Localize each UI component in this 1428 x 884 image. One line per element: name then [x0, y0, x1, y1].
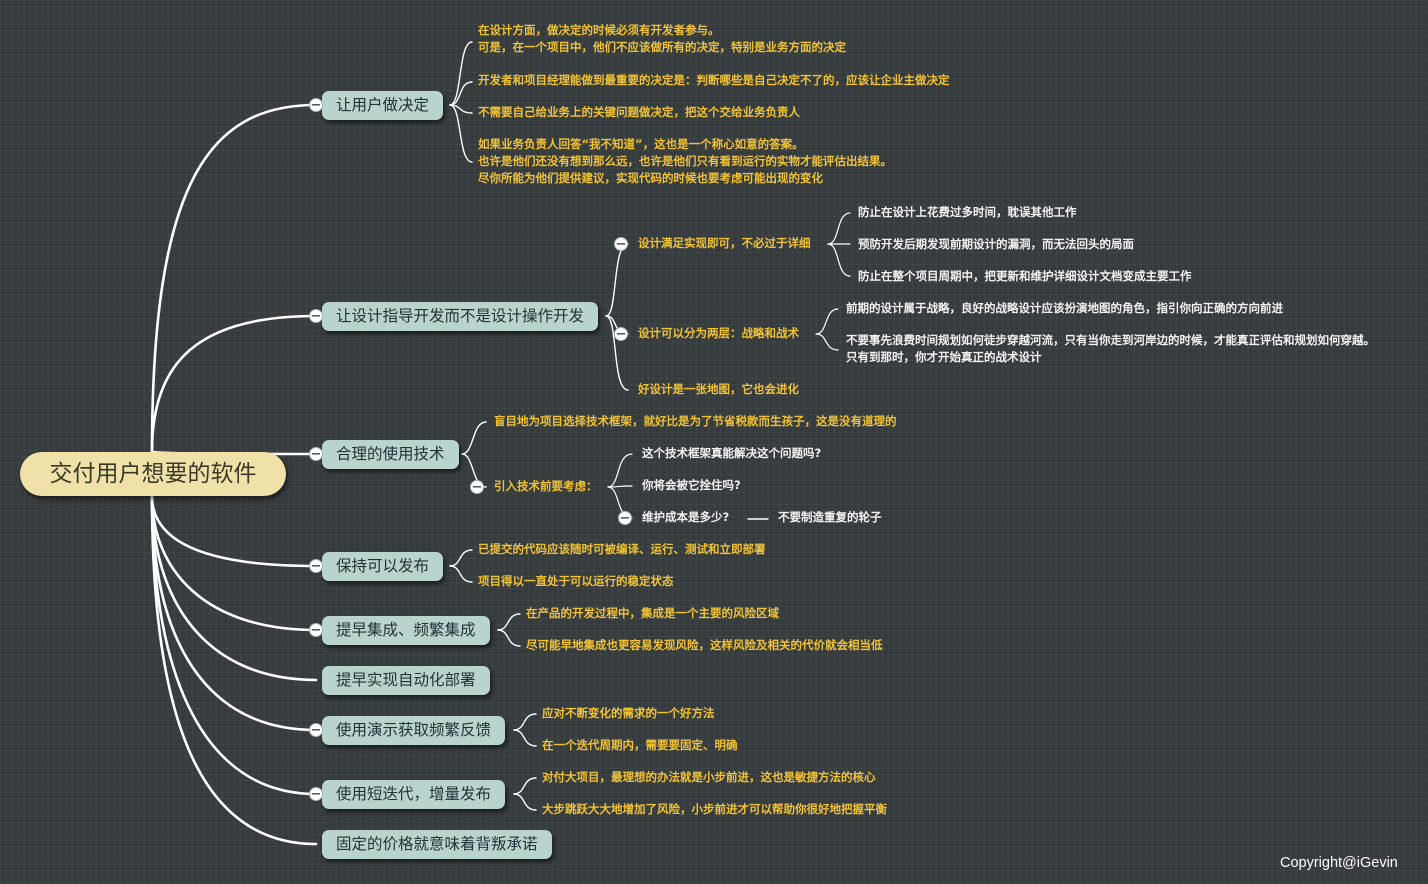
- collapse-button[interactable]: −: [309, 559, 323, 574]
- branch-keep-releasable[interactable]: 保持可以发布: [322, 552, 444, 581]
- leaf-text: 这个技术框架真能解决这个问题吗?: [642, 446, 822, 460]
- leaf-text: 不要制造重复的轮子: [778, 510, 882, 524]
- leaf-text: 不要事先浪费时间规划如何徒步穿越河流，只有当你走到河岸边的时候，才能真正评估和规…: [846, 333, 1375, 364]
- copyright-label: Copyright@iGevin: [1280, 855, 1398, 871]
- connector-root-b2: [150, 314, 318, 454]
- connector-b2-c3: [605, 315, 629, 391]
- leaf-text: 预防开发后期发现前期设计的漏洞，而无法回头的局面: [858, 237, 1134, 251]
- subtopic-maintenance-cost[interactable]: 维护成本是多少?: [642, 510, 730, 524]
- connector-b3-c2-g1: [607, 453, 633, 488]
- connector-root-b4: [150, 494, 318, 568]
- collapse-button[interactable]: −: [309, 98, 323, 113]
- branch-design-guides-dev[interactable]: 让设计指导开发而不是设计操作开发: [322, 302, 599, 331]
- subtopic-design-enough[interactable]: 设计满足实现即可，不必过于详细: [638, 236, 811, 250]
- branch-let-user-decide[interactable]: 让用户做决定: [322, 91, 444, 120]
- leaf-text: 防止在设计上花费过多时间，耽误其他工作: [858, 205, 1077, 219]
- branch-automate-deploy[interactable]: 提早实现自动化部署: [322, 666, 490, 695]
- leaf-text: 在一个迭代周期内，需要要固定、明确: [542, 738, 738, 752]
- collapse-button[interactable]: −: [309, 787, 323, 802]
- collapse-button[interactable]: −: [614, 327, 628, 342]
- leaf-text: 防止在整个项目周期中，把更新和维护详细设计文档变成主要工作: [858, 269, 1192, 283]
- branch-demo-feedback[interactable]: 使用演示获取频繁反馈: [322, 716, 506, 745]
- connector-root-b9: [150, 494, 318, 846]
- subtopic-consider-before-tech[interactable]: 引入技术前要考虑：: [494, 479, 598, 493]
- connector-b4-c1: [449, 549, 473, 567]
- leaf-text: 在设计方面，做决定的时候必须有开发者参与。 可是，在一个项目中，他们不应该做所有…: [478, 23, 846, 54]
- leaf-text: 盲目地为项目选择技术框架，就好比是为了节省税款而生孩子，这是没有道理的: [494, 414, 897, 428]
- collapse-button[interactable]: −: [309, 447, 323, 462]
- leaf-text: 大步跳跃大大地增加了风险，小步前进才可以帮助你很好地把握平衡: [542, 802, 887, 816]
- connector-b1-c1: [449, 41, 473, 106]
- leaf-text: 已提交的代码应该随时可被编译、运行、测试和立即部署: [478, 542, 766, 556]
- connector-root-b5: [150, 494, 318, 632]
- collapse-button[interactable]: −: [618, 511, 632, 526]
- connector-b8-c2: [513, 793, 537, 811]
- leaf-text: 尽可能早地集成也更容易发现风险，这样风险及相关的代价就会相当低: [526, 638, 883, 652]
- connector-b2-c2-g2: [815, 333, 839, 351]
- branch-short-iterations[interactable]: 使用短迭代，增量发布: [322, 780, 506, 809]
- leaf-text: 在产品的开发过程中，集成是一个主要的风险区域: [526, 606, 779, 620]
- collapse-button[interactable]: −: [309, 723, 323, 738]
- collapse-button[interactable]: −: [309, 623, 323, 638]
- connector-b7-c2: [513, 729, 537, 747]
- branch-integrate-early[interactable]: 提早集成、频繁集成: [322, 616, 490, 645]
- branch-fixed-price[interactable]: 固定的价格就意味着背叛承诺: [322, 830, 552, 859]
- connector-b5-c2: [497, 629, 521, 647]
- connector-b5-c1: [497, 613, 521, 631]
- connector-b2-c1-g3: [827, 243, 851, 277]
- leaf-text: 如果业务负责人回答“我不知道”，这也是一个称心如意的答案。 也许是他们还没有想到…: [478, 137, 892, 185]
- leaf-text: 你将会被它拴住吗?: [642, 478, 741, 492]
- connector-root-b7: [150, 494, 318, 732]
- leaf-text: 项目得以一直处于可以运行的稳定状态: [478, 574, 674, 588]
- connector-root-b1: [150, 103, 318, 454]
- root-node[interactable]: 交付用户想要的软件: [20, 452, 286, 496]
- connector-b1-c2: [449, 81, 473, 106]
- connector-b4-c2: [449, 565, 473, 583]
- collapse-button[interactable]: −: [614, 237, 628, 252]
- leaf-text: 好设计是一张地图，它也会进化: [638, 382, 799, 396]
- connector-b7-c1: [513, 713, 537, 731]
- connector-b2-c2-g1: [815, 308, 839, 335]
- leaf-text: 对付大项目，最理想的办法就是小步前进，这也是敏捷方法的核心: [542, 770, 876, 784]
- connector-b8-c1: [513, 777, 537, 795]
- leaf-text: 应对不断变化的需求的一个好方法: [542, 706, 715, 720]
- leaf-text: 不需要自己给业务上的关键问题做决定，把这个交给业务负责人: [478, 105, 800, 119]
- connector-root-b6: [150, 494, 318, 682]
- connector-b1-c4: [449, 104, 473, 163]
- subtopic-strategy-tactics[interactable]: 设计可以分为两层：战略和战术: [638, 326, 799, 340]
- connector-b2-c1: [605, 243, 629, 317]
- leaf-text: 前期的设计属于战略，良好的战略设计应该扮演地图的角色，指引你向正确的方向前进: [846, 301, 1283, 315]
- connector-b2-c1-g1: [827, 212, 851, 245]
- connector-b3-c1: [461, 421, 487, 455]
- branch-use-tech-wisely[interactable]: 合理的使用技术: [322, 440, 459, 469]
- collapse-button[interactable]: −: [309, 309, 323, 324]
- leaf-text: 开发者和项目经理能做到最重要的决定是：判断哪些是自己决定不了的，应该让企业主做决…: [478, 73, 950, 87]
- collapse-button[interactable]: −: [470, 480, 484, 495]
